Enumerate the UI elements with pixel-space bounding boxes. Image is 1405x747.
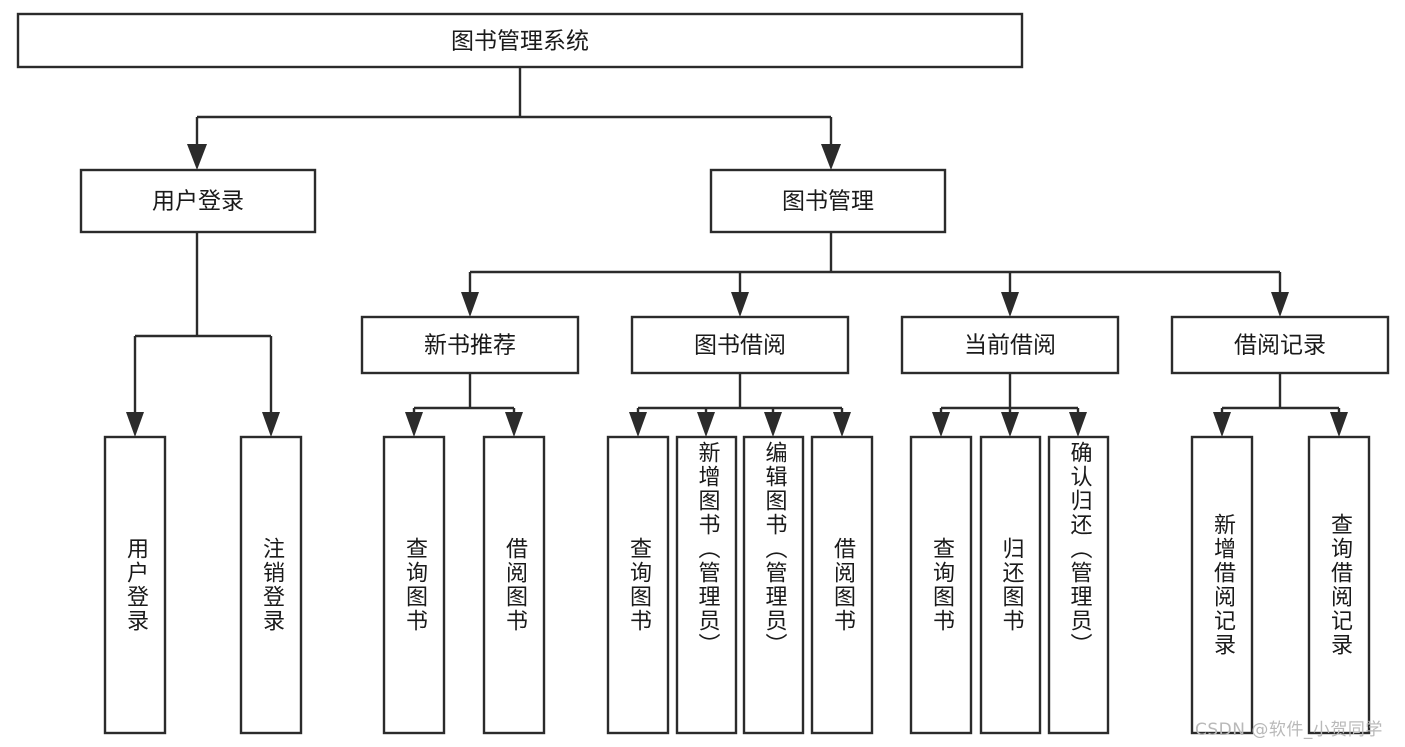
leaf-box-query-book-3[interactable] xyxy=(909,435,973,735)
leaf-label-wrap-confirm-return: 确认归还（管理员） xyxy=(1049,437,1108,733)
leaf-label-wrap-edit-book: 编辑图书（管理员） xyxy=(744,437,803,733)
connector-new-book-recommend-to-leaves xyxy=(412,373,516,418)
leaf-label-borrow-book-1: 借阅图书 xyxy=(501,537,527,633)
leaf-box-user-login[interactable] xyxy=(103,435,167,735)
connector-current-borrow-to-leaves xyxy=(939,373,1080,418)
node-root-label: 图书管理系统 xyxy=(451,29,589,55)
leaf-label-confirm-return: 确认归还（管理员） xyxy=(1066,441,1092,657)
node-book-manage-label: 图书管理 xyxy=(782,189,874,215)
leaf-label-wrap-query-book-2: 查询图书 xyxy=(608,437,668,733)
leaf-label-wrap-borrow-book-1: 借阅图书 xyxy=(484,437,544,733)
leaf-label-query-book-1: 查询图书 xyxy=(401,537,427,633)
arrows-book-manage-children xyxy=(461,292,1289,317)
node-borrow-record[interactable]: 借阅记录 xyxy=(1170,315,1390,375)
arrows-new-book-recommend-leaves xyxy=(405,412,523,437)
node-root[interactable]: 图书管理系统 xyxy=(16,12,1024,69)
node-borrow-record-label: 借阅记录 xyxy=(1234,333,1326,359)
connector-borrow-record-to-leaves xyxy=(1220,373,1341,418)
arrows-user-login-leaves xyxy=(126,412,280,437)
leaf-label-wrap-return-book: 归还图书 xyxy=(981,437,1040,733)
connector-book-borrow-to-leaves xyxy=(636,373,844,418)
leaf-label-query-book-3: 查询图书 xyxy=(928,537,954,633)
arrow-root-to-book-manage xyxy=(821,144,841,170)
leaf-box-borrow-book-2[interactable] xyxy=(810,435,874,735)
node-book-manage[interactable]: 图书管理 xyxy=(709,168,947,234)
leaf-label-wrap-add-book: 新增图书（管理员） xyxy=(677,437,736,733)
leaf-label-user-login: 用户登录 xyxy=(122,537,148,633)
leaf-label-wrap-user-login: 用户登录 xyxy=(105,437,165,733)
leaf-box-confirm-return[interactable] xyxy=(1047,435,1110,735)
leaf-label-wrap-borrow-book-2: 借阅图书 xyxy=(812,437,872,733)
leaf-label-wrap-query-book-1: 查询图书 xyxy=(384,437,444,733)
leaf-box-edit-book[interactable] xyxy=(742,435,805,735)
leaf-label-wrap-query-record: 查询借阅记录 xyxy=(1309,437,1369,733)
leaf-box-query-book-2[interactable] xyxy=(606,435,670,735)
connector-root-to-level2 xyxy=(195,67,833,150)
node-current-borrow[interactable]: 当前借阅 xyxy=(900,315,1120,375)
leaf-box-borrow-book-1[interactable] xyxy=(482,435,546,735)
leaf-label-logout: 注销登录 xyxy=(258,537,284,633)
leaf-label-add-record: 新增借阅记录 xyxy=(1209,513,1235,657)
arrows-book-borrow-leaves xyxy=(629,412,851,437)
node-new-book-recommend[interactable]: 新书推荐 xyxy=(360,315,580,375)
leaf-box-add-book[interactable] xyxy=(675,435,738,735)
csdn-watermark: CSDN @软件_小贺同学 xyxy=(1195,720,1383,740)
leaf-box-add-record[interactable] xyxy=(1190,435,1254,735)
leaf-label-query-record: 查询借阅记录 xyxy=(1326,513,1352,657)
arrow-root-to-user-login xyxy=(187,144,207,170)
node-current-borrow-label: 当前借阅 xyxy=(964,333,1056,359)
node-user-login[interactable]: 用户登录 xyxy=(79,168,317,234)
leaf-label-wrap-add-record: 新增借阅记录 xyxy=(1192,437,1252,733)
node-new-book-recommend-label: 新书推荐 xyxy=(424,333,516,359)
arrows-borrow-record-leaves xyxy=(1213,412,1348,437)
leaf-box-query-book-1[interactable] xyxy=(382,435,446,735)
leaf-label-add-book: 新增图书（管理员） xyxy=(694,441,720,657)
leaf-label-wrap-query-book-3: 查询图书 xyxy=(911,437,971,733)
node-book-borrow-label: 图书借阅 xyxy=(694,333,786,359)
leaf-label-borrow-book-2: 借阅图书 xyxy=(829,537,855,633)
leaf-box-return-book[interactable] xyxy=(979,435,1042,735)
node-book-borrow[interactable]: 图书借阅 xyxy=(630,315,850,375)
leaf-box-query-record[interactable] xyxy=(1307,435,1371,735)
arrows-current-borrow-leaves xyxy=(932,412,1087,437)
leaf-label-edit-book: 编辑图书（管理员） xyxy=(761,441,787,657)
leaf-label-return-book: 归还图书 xyxy=(998,537,1024,633)
leaf-label-wrap-logout: 注销登录 xyxy=(241,437,301,733)
connector-user-login-to-leaves xyxy=(133,232,273,418)
connector-book-manage-to-level3 xyxy=(468,232,1282,298)
node-user-login-label: 用户登录 xyxy=(152,189,244,215)
leaf-box-logout[interactable] xyxy=(239,435,303,735)
leaf-label-query-book-2: 查询图书 xyxy=(625,537,651,633)
